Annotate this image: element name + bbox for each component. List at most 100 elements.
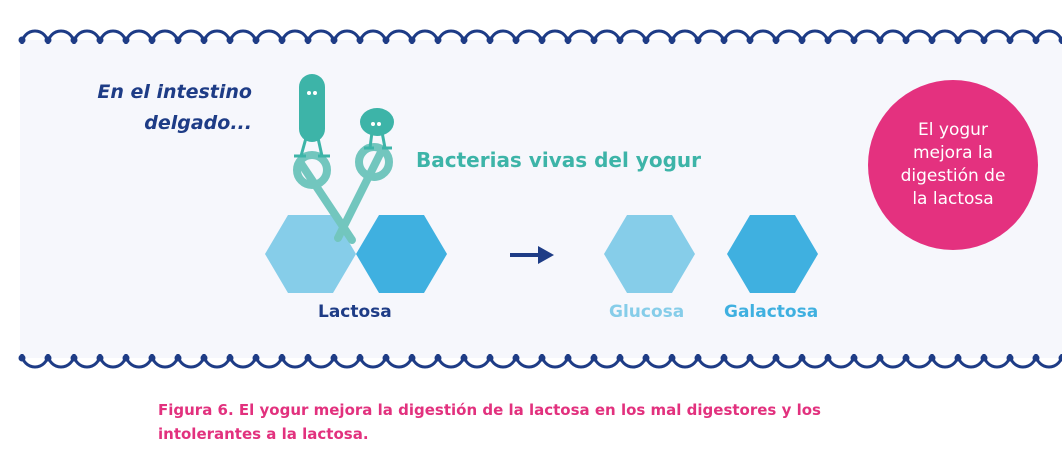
- scallop-dot: [148, 354, 156, 362]
- arrow-right-icon: [510, 246, 554, 264]
- scallop-dot: [382, 36, 390, 44]
- scallop-dot: [746, 36, 754, 44]
- scallop-dot: [226, 36, 234, 44]
- scallop-dot: [902, 36, 910, 44]
- scallop-dot: [772, 36, 780, 44]
- bacteria-label: Bacterias vivas del yogur: [416, 148, 701, 172]
- scallop-dot: [746, 354, 754, 362]
- scallop-dot: [928, 36, 936, 44]
- scallop-dot: [252, 36, 260, 44]
- scallop-dot: [96, 354, 104, 362]
- badge-line-3: digestión de: [900, 166, 1006, 186]
- scallop-dot: [278, 354, 286, 362]
- scallop-dot: [70, 36, 78, 44]
- scallop-dot: [720, 36, 728, 44]
- scallop-dot: [694, 36, 702, 44]
- scallop-dot: [434, 36, 442, 44]
- scallop-dot: [538, 354, 546, 362]
- bacteria-tall-icon: [294, 74, 330, 158]
- scallop-dot: [954, 354, 962, 362]
- scallop-dot: [44, 354, 52, 362]
- scallop-dot: [954, 36, 962, 44]
- scallop-dot: [200, 354, 208, 362]
- scallop-arcs: [20, 29, 1062, 45]
- scallop-dot: [616, 36, 624, 44]
- scallop-dot: [122, 36, 130, 44]
- intro-line-1: En el intestino: [97, 81, 252, 103]
- galactosa-label: Galactosa: [724, 302, 819, 322]
- scallop-dot: [668, 36, 676, 44]
- badge-line-1: El yogur: [918, 120, 988, 140]
- scallop-dot: [174, 36, 182, 44]
- benefit-badge-text: El yogur mejora la digestión de la lacto…: [883, 119, 1023, 211]
- glucosa-hexagon: [604, 215, 695, 293]
- scallop-dot: [850, 354, 858, 362]
- scallop-dot: [408, 354, 416, 362]
- scallop-arcs: [20, 353, 1062, 369]
- scallop-dot: [512, 354, 520, 362]
- scallop-dot: [902, 354, 910, 362]
- scallop-dot: [408, 36, 416, 44]
- scallop-dot: [668, 354, 676, 362]
- scallop-dot: [642, 36, 650, 44]
- benefit-badge: El yogur mejora la digestión de la lacto…: [868, 80, 1038, 250]
- scallop-dot: [980, 36, 988, 44]
- scallop-dot: [928, 354, 936, 362]
- scallop-dot: [252, 354, 260, 362]
- badge-line-4: la lactosa: [912, 189, 994, 209]
- scallop-dot: [1006, 354, 1014, 362]
- scallop-dot: [200, 36, 208, 44]
- scalloped-border-bottom: [18, 353, 1062, 369]
- scallop-dot: [18, 354, 26, 362]
- scalloped-border-top: [18, 29, 1062, 45]
- scallop-dot: [876, 354, 884, 362]
- lactosa-label: Lactosa: [318, 302, 392, 322]
- scallop-dot: [304, 36, 312, 44]
- scallop-dot: [980, 354, 988, 362]
- scallop-dot: [434, 354, 442, 362]
- scallop-dot: [460, 354, 468, 362]
- scallop-dot: [226, 354, 234, 362]
- scallop-dot: [642, 354, 650, 362]
- scallop-dot: [1032, 354, 1040, 362]
- scallop-dot: [18, 36, 26, 44]
- scallop-dot: [694, 354, 702, 362]
- scallop-dot: [122, 354, 130, 362]
- scallop-dot: [590, 36, 598, 44]
- scallop-dot: [824, 36, 832, 44]
- scallop-dot: [356, 36, 364, 44]
- scallop-dot: [720, 354, 728, 362]
- scallop-dot: [330, 354, 338, 362]
- scallop-dot: [70, 354, 78, 362]
- lactosa-hexagon-right: [356, 215, 447, 293]
- scallop-dot: [564, 36, 572, 44]
- scallop-dot: [174, 354, 182, 362]
- scallop-dot: [96, 36, 104, 44]
- scallop-dot: [148, 36, 156, 44]
- scallop-dot: [1058, 354, 1062, 362]
- scallop-dot: [798, 36, 806, 44]
- bacteria-round-icon: [360, 108, 394, 150]
- scallop-dot: [44, 36, 52, 44]
- scallop-dot: [824, 354, 832, 362]
- scallop-dot: [382, 354, 390, 362]
- scallop-dot: [798, 354, 806, 362]
- scallop-dot: [486, 354, 494, 362]
- scallop-dot: [876, 36, 884, 44]
- scallop-dot: [330, 36, 338, 44]
- scallop-dot: [1032, 36, 1040, 44]
- intro-line-2: delgado...: [144, 112, 252, 134]
- scallop-dot: [564, 354, 572, 362]
- caption-line-2: intolerantes a la lactosa.: [158, 425, 369, 443]
- scallop-dot: [1006, 36, 1014, 44]
- glucosa-label: Glucosa: [609, 302, 685, 322]
- scallop-dot: [616, 354, 624, 362]
- scallop-dot: [356, 354, 364, 362]
- scallop-dot: [278, 36, 286, 44]
- lactosa-hexagon-left: [265, 215, 356, 293]
- scallop-dot: [1058, 36, 1062, 44]
- scallop-dot: [538, 36, 546, 44]
- scallop-dot: [772, 354, 780, 362]
